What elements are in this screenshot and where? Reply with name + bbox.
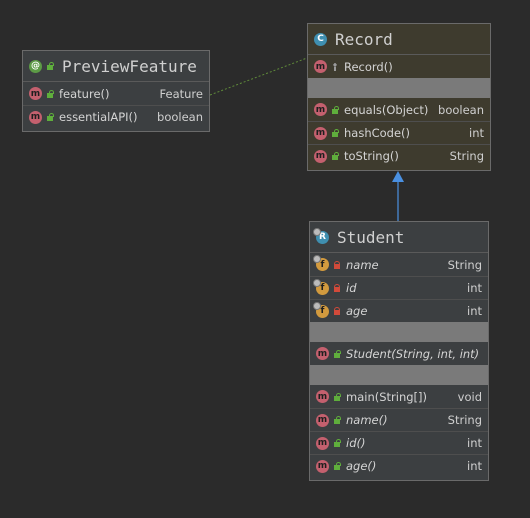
member-name: equals(Object) [344,102,429,117]
member-type: int [467,436,482,450]
member-type: String [449,149,484,163]
public-icon [46,62,54,70]
field-icon: f [313,255,329,271]
final-pin-icon [313,278,321,287]
member-name: id() [346,436,366,450]
public-icon [46,113,54,121]
protected-icon [331,63,339,71]
class-title: Student [337,227,405,247]
public-icon [333,439,341,447]
class-header: R Student [310,222,488,253]
method-icon: m [314,149,327,163]
private-icon [333,284,341,292]
record-glyph: R [319,232,326,242]
member-row[interactable]: m feature() Feature [23,82,209,105]
member-name: Record() [344,59,393,74]
inheritance-arrowhead [392,171,404,182]
field-icon: f [313,278,329,295]
method-icon: m [314,103,327,116]
method-icon: m [316,436,329,450]
class-record[interactable]: C Record m Record() m equals(Object) boo… [307,23,491,171]
public-icon [333,349,341,358]
member-name: main(String[]) [346,389,427,404]
member-type: Feature [159,86,203,101]
method-icon: m [314,60,327,73]
method-row[interactable]: m name() String [310,408,488,431]
member-type: String [447,257,482,272]
public-icon [331,152,339,160]
public-icon [333,462,341,470]
member-name: age() [346,459,377,473]
member-name: feature() [59,86,110,101]
method-row[interactable]: m toString() String [308,144,490,167]
method-row[interactable]: m hashCode() int [308,121,490,144]
member-name: name() [346,413,388,427]
member-type: int [467,281,482,295]
class-student[interactable]: R Student f name String f id int f age i… [309,221,489,481]
section-separator [310,365,488,385]
class-header: C Record [308,24,490,55]
member-type: int [469,126,484,140]
field-row[interactable]: f id int [310,276,488,299]
private-icon [333,260,341,269]
static-method-icon: m [316,390,329,403]
constructor-row[interactable]: m Student(String, int, int) [310,342,488,365]
private-icon [333,307,341,315]
record-icon: R [313,227,329,244]
public-icon [333,416,341,424]
method-row[interactable]: m age() int [310,454,488,477]
member-type: String [447,413,482,427]
class-title: PreviewFeature [62,56,197,76]
method-icon: m [316,413,329,427]
constructor-row[interactable]: m Record() [308,55,490,78]
member-name: age [346,304,368,318]
method-icon: m [314,126,327,140]
member-type: boolean [157,110,203,124]
final-pin-icon [313,255,321,263]
member-name: hashCode() [344,126,411,140]
field-row[interactable]: f name String [310,253,488,276]
public-icon [46,89,54,98]
field-row[interactable]: f age int [310,299,488,322]
class-preview-feature[interactable]: @ PreviewFeature m feature() Feature m e… [22,50,210,132]
pin-icon [313,227,321,236]
member-name: Student(String, int, int) [346,346,480,361]
method-icon: m [29,110,42,124]
public-icon [331,105,339,114]
method-row[interactable]: m equals(Object) boolean [308,98,490,121]
member-type: int [467,304,482,318]
method-row[interactable]: m id() int [310,431,488,454]
member-name: id [346,281,357,295]
member-row[interactable]: m essentialAPI() boolean [23,105,209,128]
class-header: @ PreviewFeature [23,51,209,82]
annotation-link [209,57,308,96]
final-pin-icon [313,301,321,310]
method-icon: m [316,459,329,473]
member-type: boolean [438,102,484,117]
member-type: void [457,389,482,404]
member-name: essentialAPI() [59,110,138,124]
abstract-class-icon: C [314,32,327,46]
class-title: Record [335,29,393,49]
method-row[interactable]: m main(String[]) void [310,385,488,408]
section-separator [308,78,490,98]
annotation-icon: @ [29,59,42,73]
member-name: name [346,257,379,272]
method-icon: m [29,87,42,100]
public-icon [333,392,341,401]
method-icon: m [316,347,329,360]
member-type: int [467,459,482,473]
field-icon: f [313,301,329,318]
section-separator [310,322,488,342]
public-icon [331,129,339,137]
member-name: toString() [344,149,399,163]
